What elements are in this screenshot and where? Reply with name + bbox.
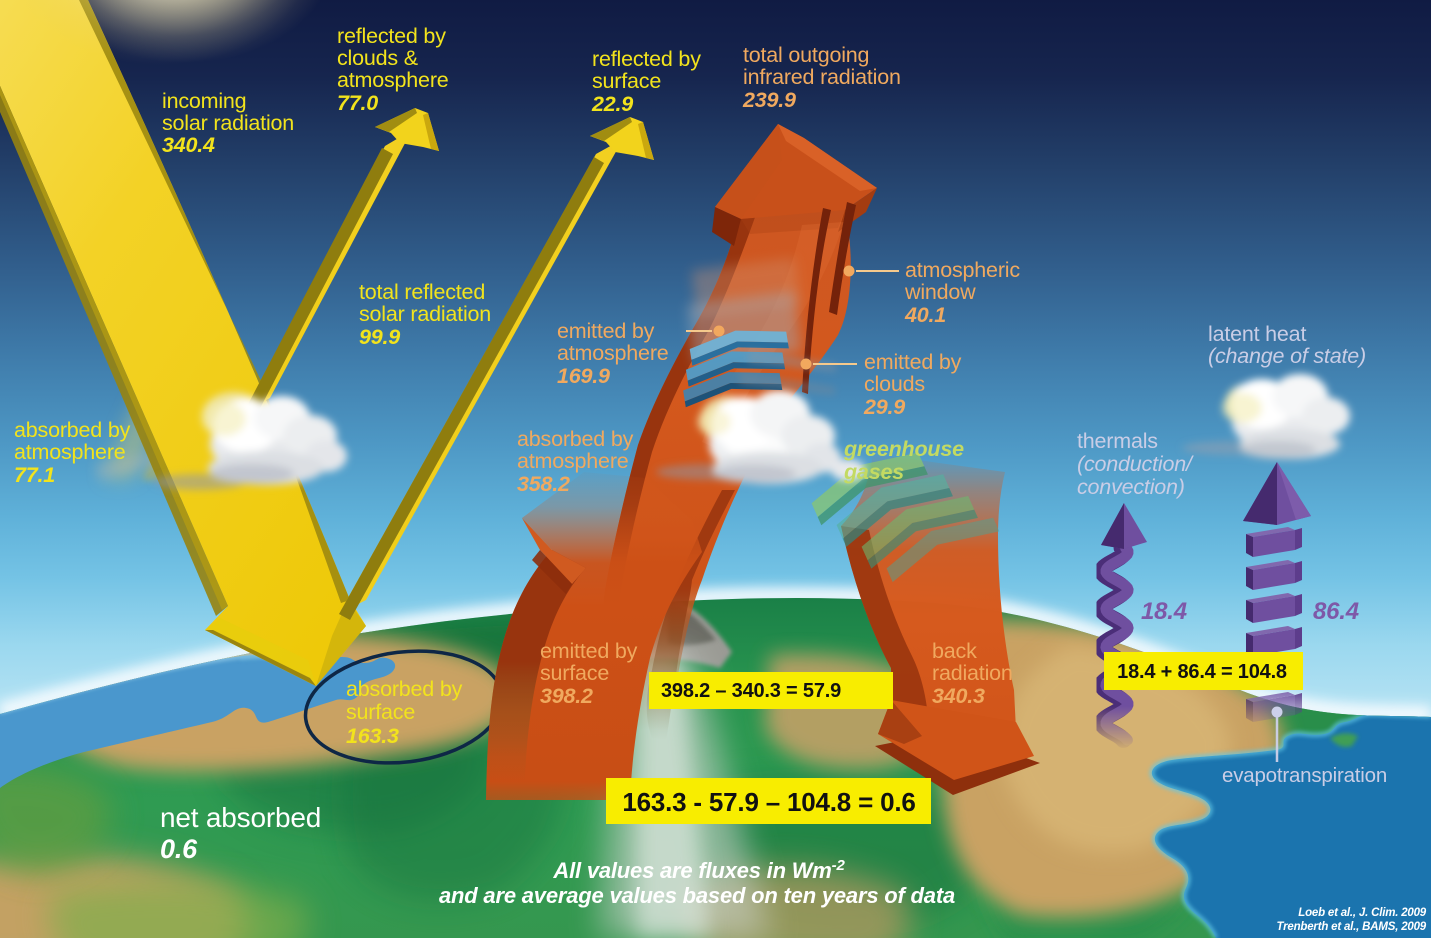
svg-text:163.3 - 57.9 – 104.8 = 0.6: 163.3 - 57.9 – 104.8 = 0.6 xyxy=(622,787,915,817)
svg-text:incoming: incoming xyxy=(162,89,246,113)
svg-text:398.2 – 340.3 = 57.9: 398.2 – 340.3 = 57.9 xyxy=(661,680,841,702)
svg-text:greenhouse: greenhouse xyxy=(843,437,964,461)
svg-text:total outgoing: total outgoing xyxy=(743,43,869,67)
svg-text:net absorbed: net absorbed xyxy=(160,802,321,833)
svg-text:Trenberth et al., BAMS, 2009: Trenberth et al., BAMS, 2009 xyxy=(1277,921,1427,933)
svg-text:total reflected: total reflected xyxy=(359,280,485,304)
svg-text:0.6: 0.6 xyxy=(160,834,198,864)
svg-text:reflected by: reflected by xyxy=(337,24,446,48)
svg-text:atmosphere: atmosphere xyxy=(517,449,629,473)
svg-text:evapotranspiration: evapotranspiration xyxy=(1222,764,1387,787)
svg-text:358.2: 358.2 xyxy=(517,472,570,496)
svg-text:77.1: 77.1 xyxy=(14,463,55,487)
svg-text:solar radiation: solar radiation xyxy=(162,111,294,135)
svg-text:29.9: 29.9 xyxy=(863,395,905,419)
svg-text:40.1: 40.1 xyxy=(904,303,946,327)
svg-text:gases: gases xyxy=(843,460,904,484)
svg-text:emitted by: emitted by xyxy=(864,350,962,374)
svg-text:absorbed by: absorbed by xyxy=(346,677,463,701)
svg-text:169.9: 169.9 xyxy=(557,364,610,388)
svg-text:surface: surface xyxy=(346,700,415,724)
svg-text:absorbed by: absorbed by xyxy=(517,427,634,451)
svg-text:239.9: 239.9 xyxy=(742,88,796,112)
svg-text:emitted by: emitted by xyxy=(540,639,638,663)
svg-text:infrared radiation: infrared radiation xyxy=(743,65,901,89)
svg-text:163.3: 163.3 xyxy=(346,724,399,748)
svg-text:All values are fluxes in Wm-2: All values are fluxes in Wm-2 xyxy=(552,857,845,883)
svg-text:atmosphere: atmosphere xyxy=(14,440,126,464)
svg-text:thermals: thermals xyxy=(1077,429,1158,453)
svg-text:window: window xyxy=(904,280,976,304)
svg-text:surface: surface xyxy=(592,69,661,93)
svg-text:18.4: 18.4 xyxy=(1141,598,1187,625)
svg-text:340.3: 340.3 xyxy=(932,684,985,708)
svg-text:radiation: radiation xyxy=(932,661,1013,685)
svg-text:(change of state): (change of state) xyxy=(1208,344,1366,368)
svg-text:340.4: 340.4 xyxy=(162,133,215,157)
svg-text:99.9: 99.9 xyxy=(359,325,400,349)
svg-text:atmosphere: atmosphere xyxy=(337,68,449,92)
svg-text:surface: surface xyxy=(540,661,609,685)
svg-text:clouds: clouds xyxy=(864,372,925,396)
svg-text:77.0: 77.0 xyxy=(337,91,378,115)
svg-text:solar radiation: solar radiation xyxy=(359,302,491,326)
svg-text:atmosphere: atmosphere xyxy=(557,341,669,365)
svg-text:clouds &: clouds & xyxy=(337,46,418,70)
svg-text:18.4 + 86.4 = 104.8: 18.4 + 86.4 = 104.8 xyxy=(1117,661,1287,683)
svg-text:reflected by: reflected by xyxy=(592,47,701,71)
svg-text:398.2: 398.2 xyxy=(540,684,593,708)
svg-text:(conduction/: (conduction/ xyxy=(1077,452,1194,476)
svg-text:absorbed by: absorbed by xyxy=(14,418,131,442)
svg-text:Loeb et al., J. Clim. 2009: Loeb et al., J. Clim. 2009 xyxy=(1298,907,1427,919)
svg-text:22.9: 22.9 xyxy=(591,92,633,116)
svg-text:emitted by: emitted by xyxy=(557,319,655,343)
svg-text:convection): convection) xyxy=(1077,475,1185,499)
svg-text:back: back xyxy=(932,639,977,663)
svg-text:atmospheric: atmospheric xyxy=(905,258,1020,282)
svg-text:86.4: 86.4 xyxy=(1313,598,1359,625)
svg-text:and are average values based o: and are average values based on ten year… xyxy=(439,883,955,908)
svg-text:latent heat: latent heat xyxy=(1208,322,1306,346)
